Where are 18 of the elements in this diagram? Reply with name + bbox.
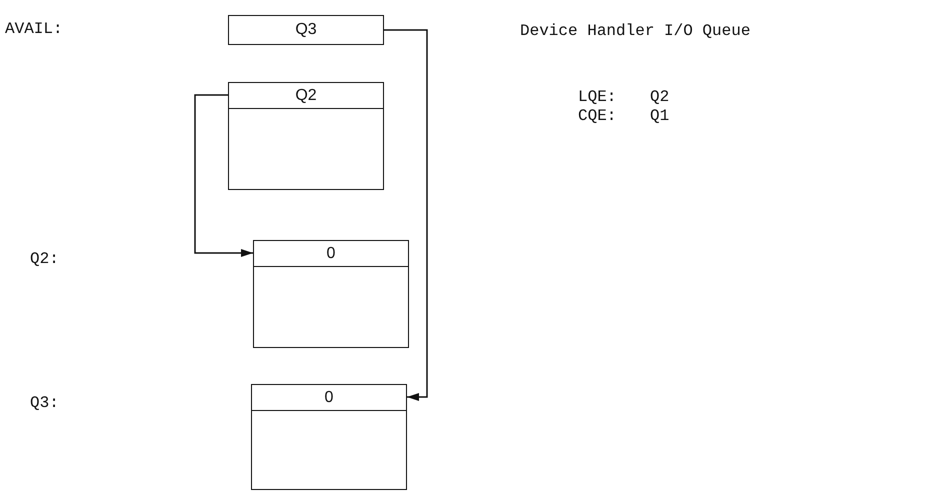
address-label: Q3: <box>30 394 59 412</box>
register-value: Q2 <box>650 88 670 106</box>
pointer-box <box>228 15 384 45</box>
register-value: Q1 <box>650 107 670 125</box>
arrow <box>384 29 428 401</box>
field-value: 0 <box>324 388 334 406</box>
queue-element-box <box>251 384 407 490</box>
field-value: Q2 <box>295 86 317 104</box>
register-label: CQE: <box>578 107 616 125</box>
field-value: 0 <box>326 244 336 262</box>
title: Device Handler I/O Queue <box>520 22 750 40</box>
queue-element-box <box>228 82 384 190</box>
arrow <box>194 94 253 257</box>
field-value: Q3 <box>295 21 317 39</box>
address-label: AVAIL: <box>5 20 63 38</box>
register-label: LQE: <box>578 88 616 106</box>
queue-element-box <box>253 240 409 348</box>
address-label: Q2: <box>30 250 59 268</box>
